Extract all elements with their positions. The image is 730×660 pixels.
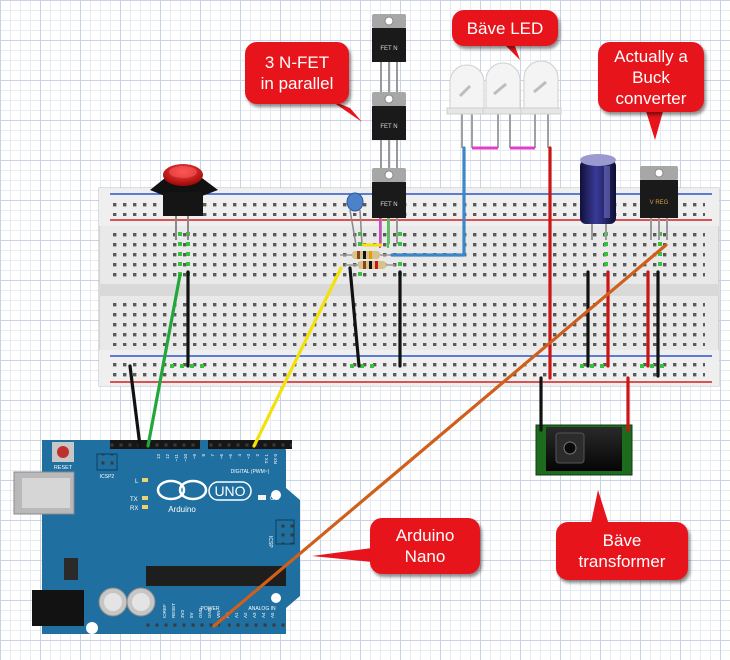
header-pin-label-top: ~3 (246, 454, 251, 460)
buck-label: V REG (650, 200, 669, 206)
header-pin-label-bottom: 3V3 (180, 609, 185, 618)
header-pin-label-bottom: A1 (234, 612, 239, 618)
header-pin-label-top: 4 (237, 454, 242, 457)
buck-pointer (645, 108, 664, 140)
fet-label-3: FET N (380, 202, 397, 208)
fet-transistor-3: FET N (372, 168, 406, 244)
arduino-brand: Arduino (168, 505, 196, 514)
callout-nano-text: Arduino Nano (395, 526, 455, 566)
callout-led-text: Bäve LED (466, 18, 544, 38)
ceramic-capacitor (346, 192, 364, 246)
fet-pointer (330, 100, 362, 122)
led-group (446, 60, 562, 150)
header-pin-label-bottom: GND (198, 607, 203, 618)
callout-transformer: Bäve transformer (556, 522, 688, 580)
l-label: L (135, 479, 139, 485)
resistors (340, 243, 395, 269)
header-pin-label-top: ~10 (183, 454, 188, 462)
dc-jack (535, 424, 633, 476)
nano-pointer (312, 548, 372, 562)
header-pin-label-top: ~9 (192, 454, 197, 460)
fet-transistor-2: FET N (372, 92, 406, 168)
header-pin-label-top: 2 (255, 454, 260, 457)
analog-label: ANALOG IN (248, 606, 276, 612)
callout-fet: 3 N-FET in parallel (245, 42, 349, 104)
header-pin-label-bottom: A2 (243, 612, 248, 618)
header-pin-label-top: 8 (201, 454, 206, 457)
callout-fet-text: 3 N-FET in parallel (260, 53, 334, 93)
callout-led: Bäve LED (452, 10, 558, 46)
tx-label: TX (130, 497, 138, 503)
header-pin-label-bottom: 5V (189, 612, 194, 618)
header-pin-label-bottom: GND (207, 607, 212, 618)
icsp-label: ICSP (267, 536, 273, 548)
header-pin-label-bottom: VIN (216, 610, 221, 618)
header-pin-label-top: ~5 (228, 454, 233, 460)
icsp2-label: ICSP2 (100, 474, 115, 480)
header-pin-label-bottom: IOREF (162, 604, 167, 618)
header-pin-label-top: 13 (156, 454, 161, 460)
power-label: POWER (201, 606, 220, 612)
buck-converter: V REG (640, 166, 678, 240)
on-label: ON (270, 496, 279, 502)
rx-label: RX (130, 506, 138, 512)
header-pin-label-bottom: A4 (261, 612, 266, 618)
arduino-board: RESET ICSP2 DIGITAL (PWM~) UNO Arduino L… (13, 440, 300, 634)
header-pin-label-top: 12 (165, 454, 170, 460)
fet-label-2: FET N (380, 124, 397, 130)
electrolytic-capacitor (580, 154, 616, 240)
header-pin-label-top: ~6 (219, 454, 224, 460)
header-pin-label-bottom: A3 (252, 612, 257, 618)
wires (128, 146, 668, 628)
digital-label: DIGITAL (PWM~) (231, 469, 270, 475)
push-button (150, 164, 218, 240)
breadboard (98, 187, 720, 387)
header-pin-label-bottom: RESET (171, 603, 176, 618)
callout-transformer-text: Bäve transformer (578, 531, 666, 571)
callout-nano: Arduino Nano (370, 518, 480, 574)
header-pin-label-top: RX 0 (273, 454, 278, 465)
uno-logo: UNO (214, 483, 245, 499)
fet-transistor-1: FET N (372, 14, 406, 100)
fet-label-1: FET N (380, 46, 397, 52)
callout-buck: Actually a Buck converter (598, 42, 704, 112)
header-pin-label-top: TX 1 (264, 454, 269, 464)
header-pin-label-top: ~11 (174, 454, 179, 462)
transformer-pointer (590, 490, 610, 528)
header-pin-label-top: 7 (210, 454, 215, 457)
header-pin-label-bottom: A5 (270, 612, 275, 618)
reset-label: RESET (54, 465, 73, 471)
callout-buck-text: Actually a Buck converter (614, 46, 688, 108)
